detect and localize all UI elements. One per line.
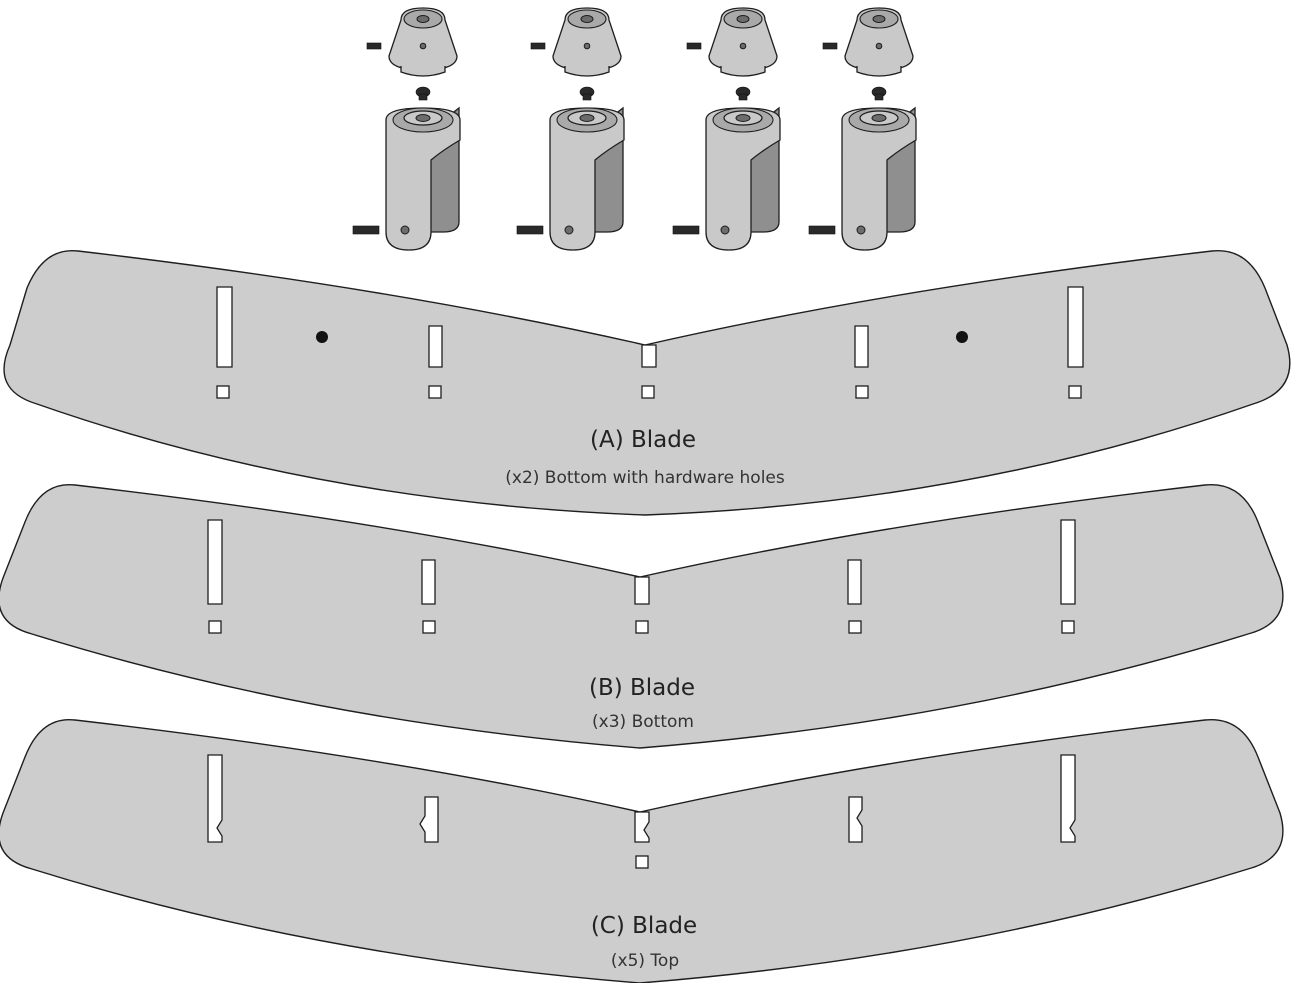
square-hole bbox=[635, 620, 649, 634]
slot bbox=[428, 325, 443, 368]
set-screw bbox=[686, 42, 702, 50]
slot bbox=[641, 344, 657, 368]
bolt bbox=[735, 86, 751, 101]
bolt bbox=[415, 86, 431, 101]
hardware-hole bbox=[316, 331, 328, 343]
hardware-hole bbox=[956, 331, 968, 343]
hub-body bbox=[841, 106, 917, 251]
long-screw bbox=[352, 225, 380, 235]
blade-subtitle: (x2) Bottom with hardware holes bbox=[505, 468, 785, 488]
square-hole bbox=[641, 385, 655, 399]
long-screw bbox=[516, 225, 544, 235]
square-hole bbox=[216, 385, 230, 399]
square-hole bbox=[635, 855, 649, 869]
set-screw bbox=[366, 42, 382, 50]
slot bbox=[848, 796, 863, 843]
blade-subtitle: (x5) Top bbox=[611, 951, 679, 971]
set-screw bbox=[822, 42, 838, 50]
slot bbox=[1060, 519, 1076, 605]
hub-body bbox=[385, 106, 461, 251]
blade-title: (C) Blade bbox=[591, 913, 697, 939]
hardware-set bbox=[808, 7, 917, 251]
slot bbox=[634, 576, 650, 605]
square-hole bbox=[428, 385, 442, 399]
slot bbox=[421, 559, 436, 605]
slot bbox=[634, 811, 650, 843]
slot bbox=[216, 286, 233, 368]
square-hole bbox=[848, 620, 862, 634]
hub-body bbox=[549, 106, 625, 251]
square-hole bbox=[422, 620, 436, 634]
slot bbox=[854, 325, 869, 368]
slot bbox=[207, 519, 223, 605]
square-hole bbox=[1061, 620, 1075, 634]
hardware-set bbox=[352, 7, 461, 251]
slot bbox=[1067, 286, 1084, 368]
long-screw bbox=[672, 225, 700, 235]
blade-a: (A) Blade (x2) Bottom with hardware hole… bbox=[3, 249, 1291, 516]
hub-cap bbox=[388, 7, 458, 77]
blade-subtitle: (x3) Bottom bbox=[592, 712, 694, 732]
square-hole bbox=[855, 385, 869, 399]
blade-c: (C) Blade (x5) Top bbox=[0, 718, 1284, 983]
slot bbox=[1060, 754, 1076, 843]
bolt bbox=[871, 86, 887, 101]
blade-title: (B) Blade bbox=[589, 675, 695, 701]
hub-cap bbox=[708, 7, 778, 77]
set-screw bbox=[530, 42, 546, 50]
blade-panel bbox=[0, 483, 1284, 749]
slot bbox=[847, 559, 862, 605]
hub-cap bbox=[844, 7, 914, 77]
hub-cap bbox=[552, 7, 622, 77]
hardware-set bbox=[672, 7, 781, 251]
hub-body bbox=[705, 106, 781, 251]
blade-panel bbox=[0, 718, 1284, 983]
blade-title: (A) Blade bbox=[590, 427, 696, 453]
hardware-set bbox=[516, 7, 625, 251]
square-hole bbox=[1068, 385, 1082, 399]
slot bbox=[419, 796, 439, 843]
square-hole bbox=[208, 620, 222, 634]
long-screw bbox=[808, 225, 836, 235]
bolt bbox=[579, 86, 595, 101]
blade-b: (B) Blade (x3) Bottom bbox=[0, 483, 1284, 749]
slot bbox=[207, 754, 223, 843]
